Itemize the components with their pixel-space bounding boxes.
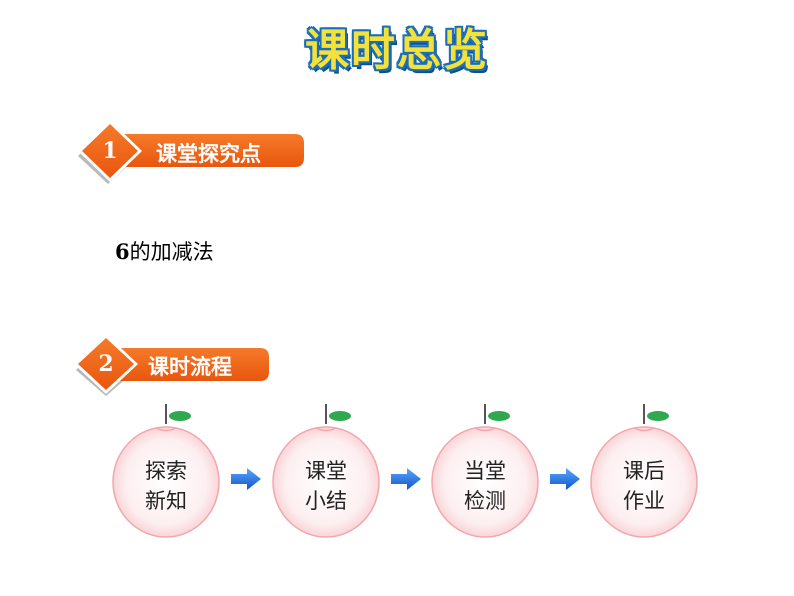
right-arrow-icon <box>231 468 261 490</box>
section-header-2: 2 课时流程 <box>70 330 330 396</box>
section-number: 1 <box>102 138 118 164</box>
flow-step-label: 课后 作业 <box>588 456 700 516</box>
flow-step-line2: 小结 <box>305 489 347 513</box>
section-banner-bar <box>116 348 269 381</box>
section-banner-1 <box>78 120 304 184</box>
flow-step-label: 探索 新知 <box>110 456 222 516</box>
content-number: 6 <box>115 239 130 264</box>
flow-diagram: 探索 新知 课堂 小结 <box>0 400 794 540</box>
right-arrow-icon <box>550 468 580 490</box>
flow-step-line1: 探索 <box>145 459 187 483</box>
flow-step-line2: 检测 <box>464 489 506 513</box>
content-line: 6的加减法 <box>115 236 214 266</box>
flow-step-line1: 当堂 <box>464 459 506 483</box>
page-title: 课时总览 <box>305 25 489 76</box>
flow-step-2: 课堂 小结 <box>270 400 382 540</box>
section-number: 2 <box>98 351 114 377</box>
flow-step-line1: 课堂 <box>305 459 347 483</box>
flow-step-line2: 新知 <box>145 489 187 513</box>
flow-step-label: 课堂 小结 <box>270 456 382 516</box>
section-banner-2 <box>74 334 269 396</box>
section-label: 课堂探究点 <box>156 142 261 166</box>
peach-icon <box>112 404 220 538</box>
flow-step-1: 探索 新知 <box>110 400 222 540</box>
peach-icon <box>272 404 380 538</box>
content-text: 的加减法 <box>129 240 214 264</box>
diamond-badge <box>78 338 134 390</box>
peach-icon <box>590 404 698 538</box>
section-banner-bar <box>120 134 304 167</box>
flow-step-4: 课后 作业 <box>588 400 700 540</box>
peach-icon <box>431 404 539 538</box>
flow-step-3: 当堂 检测 <box>429 400 541 540</box>
section-label: 课时流程 <box>148 355 232 379</box>
flow-step-label: 当堂 检测 <box>429 456 541 516</box>
right-arrow-icon <box>391 468 421 490</box>
section-header-1: 1 课堂探究点 <box>70 118 330 184</box>
flow-step-line1: 课后 <box>623 459 665 483</box>
flow-step-line2: 作业 <box>623 489 665 513</box>
diamond-badge <box>82 124 138 178</box>
